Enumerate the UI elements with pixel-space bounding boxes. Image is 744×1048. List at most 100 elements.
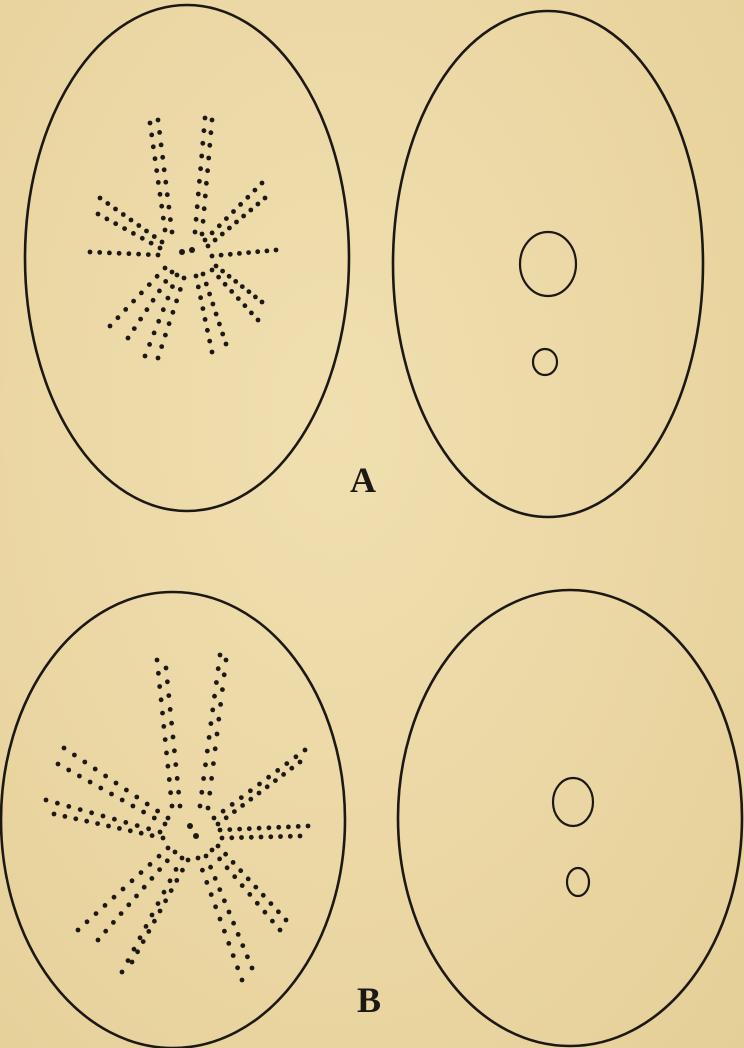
aster-dot xyxy=(227,226,232,231)
aster-dot xyxy=(238,202,243,207)
aster-dot xyxy=(274,248,279,253)
aster-dot xyxy=(172,748,177,753)
aster-dot xyxy=(215,732,220,737)
aster-dot xyxy=(144,229,149,234)
aster-dot xyxy=(196,192,201,197)
aster-dot xyxy=(231,953,236,958)
aster-dot xyxy=(296,824,301,829)
aster-dot xyxy=(253,295,258,300)
aster-dot xyxy=(111,920,116,925)
aster-dot xyxy=(146,826,151,831)
aster-dot xyxy=(259,835,264,840)
aster-dot xyxy=(231,209,236,214)
aster-dot xyxy=(163,898,168,903)
aster-dot xyxy=(134,894,139,899)
aster-dot xyxy=(199,790,204,795)
aster-dot xyxy=(63,814,68,819)
aster-dot xyxy=(263,910,268,915)
aster-dot xyxy=(152,919,157,924)
aster-dot xyxy=(152,816,157,821)
aster-dot xyxy=(170,270,175,275)
aster-dot xyxy=(237,251,242,256)
aster-dot xyxy=(209,721,214,726)
aster-dot xyxy=(233,279,238,284)
aster-dot xyxy=(162,167,167,172)
aster-dot xyxy=(200,868,205,873)
aster-dot xyxy=(211,761,216,766)
aster-dot xyxy=(255,249,260,254)
aster-dot xyxy=(156,180,161,185)
aster-dot xyxy=(117,826,122,831)
aster-dot xyxy=(224,216,229,221)
aster-dot xyxy=(213,746,218,751)
aster-dot xyxy=(151,298,156,303)
aster-dot xyxy=(203,317,208,322)
aster-dot xyxy=(157,867,162,872)
aster-dot xyxy=(216,275,221,280)
aster-dot xyxy=(240,284,245,289)
aster-dot xyxy=(284,918,289,923)
aster-dot xyxy=(164,751,169,756)
aster-dot xyxy=(218,702,223,707)
aster-dot xyxy=(278,834,283,839)
aster-dot xyxy=(204,880,209,885)
aster-rays xyxy=(88,116,279,361)
aster-dot xyxy=(126,902,131,907)
aster-dot xyxy=(210,350,215,355)
aster-dot xyxy=(174,867,179,872)
aster-rays xyxy=(44,653,311,983)
aster-dot xyxy=(261,893,266,898)
aster-dot xyxy=(175,273,180,278)
aster-dot xyxy=(194,274,199,279)
aster-dot xyxy=(106,824,111,829)
aster-dot xyxy=(169,721,174,726)
aster-dot xyxy=(207,143,212,148)
aster-dot xyxy=(52,812,57,817)
aster-dot xyxy=(250,966,255,971)
aster-dot xyxy=(113,207,118,212)
aster-dot xyxy=(158,192,163,197)
aster-dot xyxy=(166,693,171,698)
aster-dot xyxy=(209,892,214,897)
aster-dot xyxy=(206,156,211,161)
aster-dot xyxy=(200,141,205,146)
aster-dot xyxy=(218,828,223,833)
aster-dot xyxy=(156,118,161,123)
aster-dot xyxy=(114,781,119,786)
aster-dot xyxy=(231,921,236,926)
aster-dot xyxy=(265,784,270,789)
figure-label-a: A xyxy=(350,462,376,498)
aster-dot xyxy=(253,885,258,890)
centrosome-dot xyxy=(189,247,195,253)
aster-dot xyxy=(217,857,222,862)
aster-dot xyxy=(153,156,158,161)
aster-dot xyxy=(236,296,241,301)
aster-dot xyxy=(267,825,272,830)
aster-dot xyxy=(220,269,225,274)
centrosome-dot xyxy=(193,833,199,839)
aster-dot xyxy=(160,240,165,245)
aster-dot xyxy=(122,226,127,231)
aster-dot xyxy=(200,232,205,237)
aster-dot xyxy=(243,303,248,308)
aster-dot xyxy=(182,276,187,281)
aster-dot xyxy=(138,317,143,322)
aster-dot xyxy=(203,762,208,767)
aster-dot xyxy=(232,809,237,814)
aster-dot xyxy=(148,862,153,867)
aster-dot xyxy=(155,658,160,663)
aster-dot xyxy=(213,238,218,243)
aster-dot xyxy=(223,282,228,287)
aster-dot xyxy=(248,788,253,793)
aster-dot xyxy=(210,254,215,259)
aster-dot xyxy=(203,194,208,199)
aster-dot xyxy=(249,835,254,840)
aster-dot xyxy=(234,220,239,225)
aster-dot xyxy=(138,935,143,940)
aster-dot xyxy=(103,774,108,779)
aster-dot xyxy=(73,816,78,821)
large-nucleus xyxy=(553,778,593,826)
aster-dot xyxy=(224,342,229,347)
aster-dot xyxy=(151,144,156,149)
